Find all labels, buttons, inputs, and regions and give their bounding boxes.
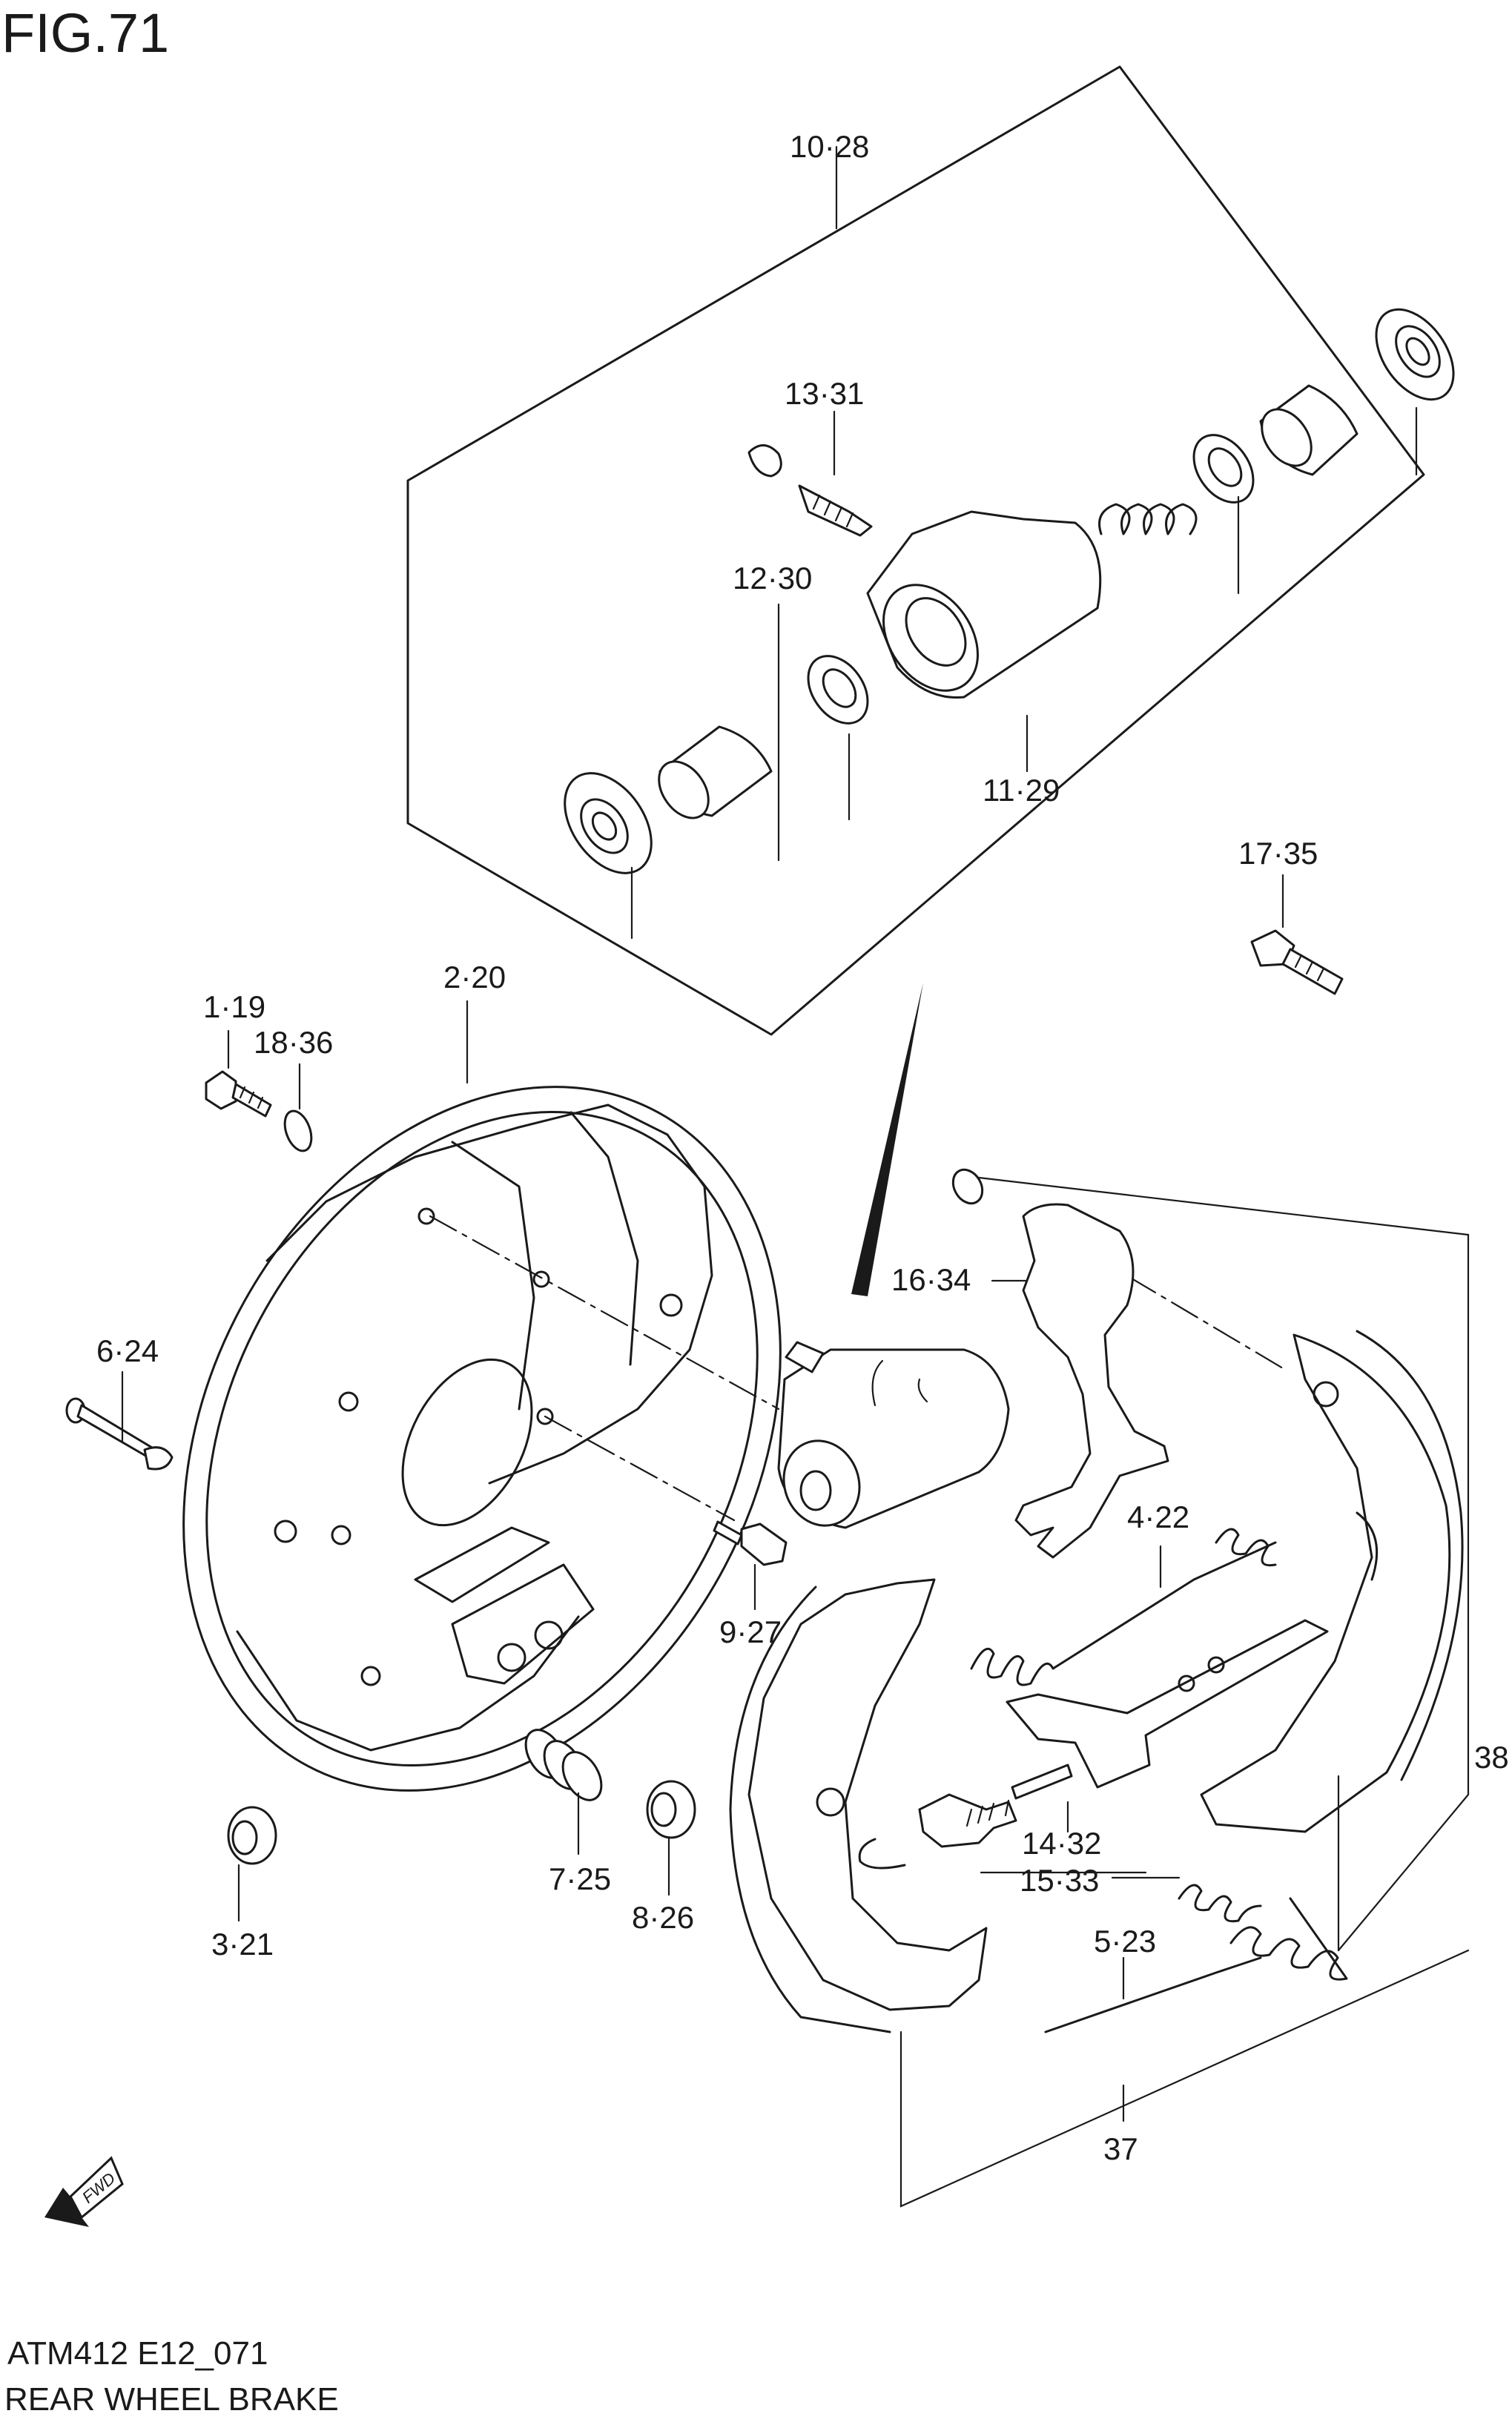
label-12-30: 12·30 — [733, 561, 812, 595]
footer-code: ATM412 E12_071 — [7, 2335, 268, 2372]
brake-shoe-38 — [1200, 1330, 1464, 1833]
assembly-centerlines — [429, 1215, 1284, 1522]
brake-shoe-37 — [729, 1578, 988, 2033]
adjuster-strut — [918, 1619, 1329, 1848]
plug-3-21 — [227, 1806, 277, 1865]
bleeder-17-35 — [1250, 929, 1344, 995]
label-2-20: 2·20 — [443, 960, 506, 994]
springs — [858, 1528, 1348, 2033]
cylinder-kit-box — [406, 65, 1425, 1036]
shoe-hold-pin-6-24 — [65, 1397, 174, 1471]
group-brackets — [899, 1176, 1470, 2208]
callout-labels: 10·28 13·31 12·30 11·29 17·35 2·20 1·19 … — [96, 129, 1509, 2166]
wheel-cylinder-assembly — [777, 1341, 1010, 1529]
label-18-36: 18·36 — [254, 1025, 333, 1060]
label-3-21: 3·21 — [211, 1927, 274, 1962]
hold-down-spring-7-25 — [524, 1729, 603, 1801]
wheel-cylinder-kit-parts — [564, 308, 1455, 874]
leader-lines — [121, 874, 1284, 2122]
brake-backing-plate — [182, 1086, 782, 1792]
label-17-35: 17·35 — [1238, 836, 1318, 871]
parking-lever-16-34 — [1014, 1203, 1169, 1559]
label-11-29: 11·29 — [983, 773, 1060, 808]
label-15-33: 15·33 — [1020, 1863, 1099, 1898]
label-13-31: 13·31 — [785, 376, 864, 411]
bolt-1-19 — [205, 1070, 272, 1118]
label-9-27: 9·27 — [719, 1614, 782, 1649]
label-38: 38 — [1474, 1740, 1509, 1775]
bolt-9-27 — [713, 1520, 788, 1566]
label-1-19: 1·19 — [203, 989, 265, 1024]
label-10-28: 10·28 — [790, 129, 869, 164]
fwd-arrow-icon: FWD — [44, 2156, 124, 2227]
label-16-34: 16·34 — [891, 1262, 971, 1297]
label-37: 37 — [1103, 2131, 1138, 2166]
label-6-24: 6·24 — [96, 1333, 159, 1368]
footer-caption: REAR WHEEL BRAKE — [4, 2381, 339, 2418]
label-14-32: 14·32 — [1022, 1826, 1101, 1861]
label-8-26: 8·26 — [632, 1900, 694, 1935]
label-4-22: 4·22 — [1127, 1499, 1189, 1534]
label-7-25: 7·25 — [549, 1861, 611, 1896]
kit-leader-lines — [630, 406, 1418, 940]
label-5-23: 5·23 — [1094, 1924, 1156, 1959]
spring-cap-8-26 — [646, 1780, 696, 1839]
figure-title: FIG.71 — [1, 2, 169, 64]
washer-small — [951, 1168, 984, 1205]
assembly-pointer-arrow — [851, 983, 923, 1296]
washer-18-36 — [283, 1109, 313, 1152]
